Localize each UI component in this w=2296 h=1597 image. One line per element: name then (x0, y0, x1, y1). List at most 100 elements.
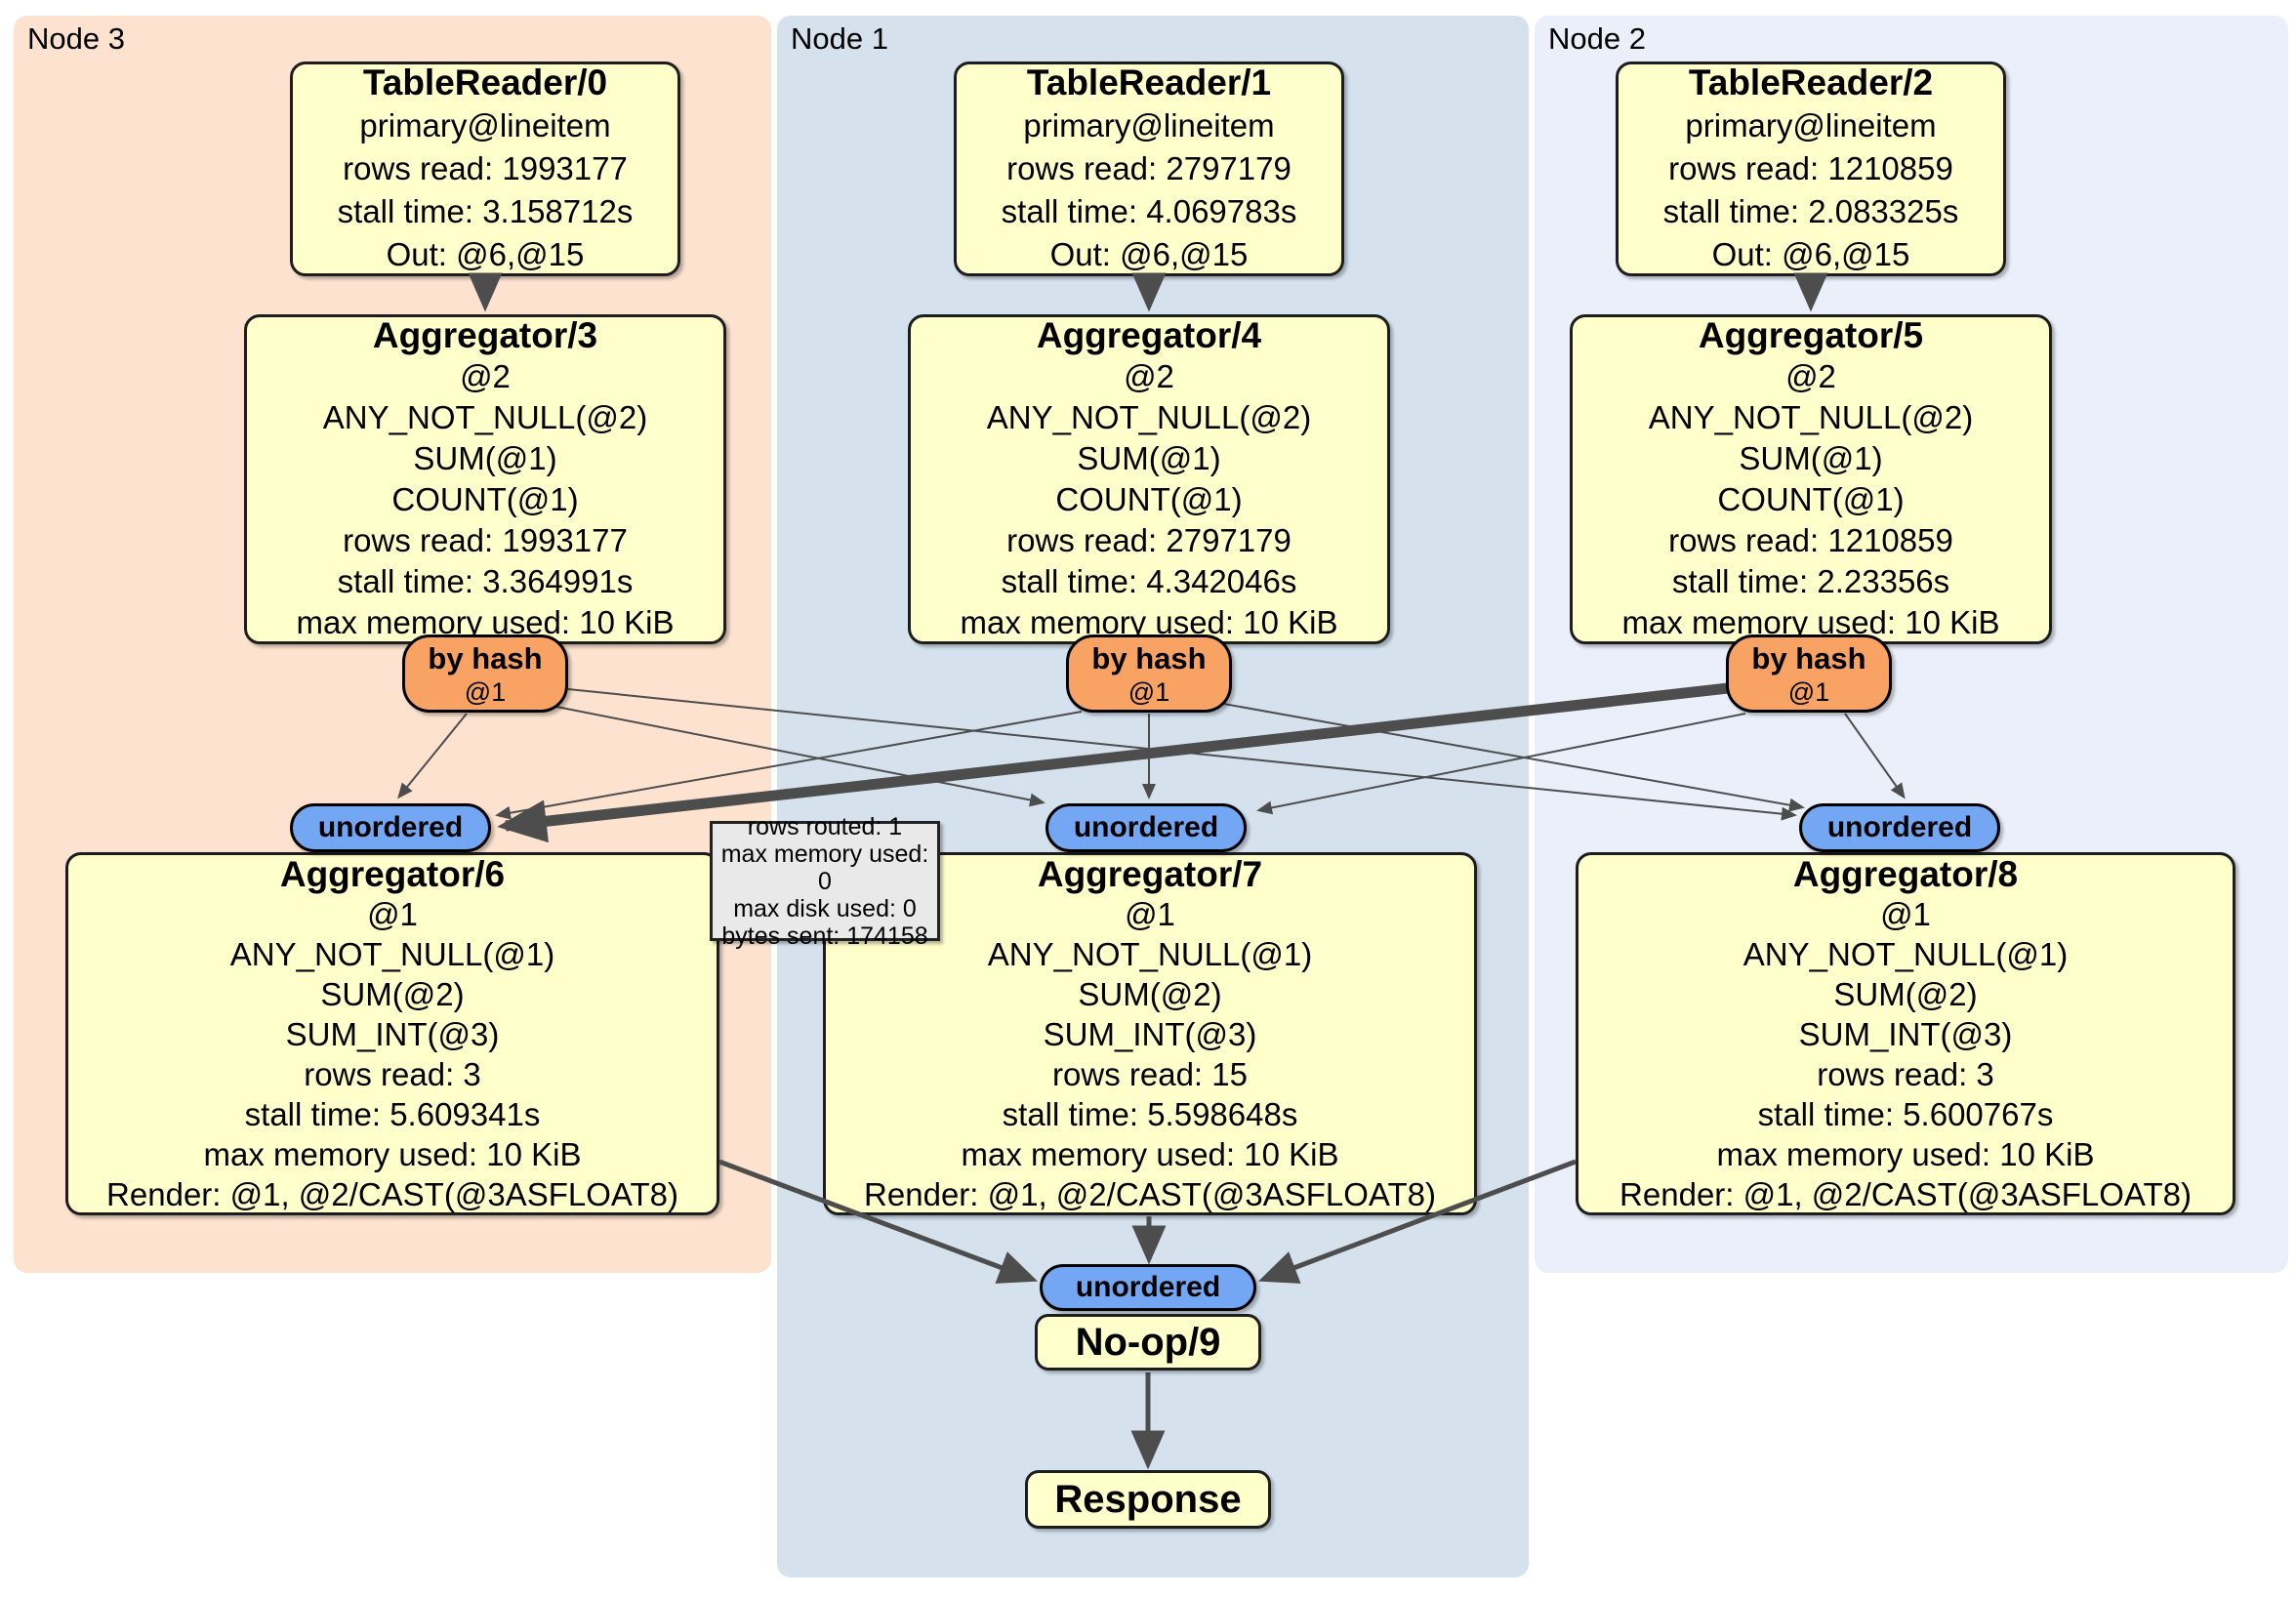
processor-detail: SUM(@1) (1739, 440, 1883, 476)
processor-detail: COUNT(@1) (1055, 481, 1243, 517)
processor-detail: rows read: 3 (304, 1055, 481, 1092)
processor-detail: ANY_NOT_NULL(@1) (1742, 935, 2069, 972)
sync-unordered-final: unordered (1040, 1264, 1256, 1311)
processor-noop-9: No-op/9 (1035, 1314, 1261, 1371)
router-key: @1 (464, 677, 507, 707)
processor-tablereader-0: TableReader/0 primary@lineitem rows read… (290, 61, 680, 276)
router-by-hash-node1: by hash @1 (1066, 635, 1232, 713)
processor-tablereader-1: TableReader/1 primary@lineitem rows read… (954, 61, 1344, 276)
processor-detail: Render: @1, @2/CAST(@3ASFLOAT8) (106, 1175, 678, 1212)
processor-detail: stall time: 4.069783s (1001, 193, 1297, 229)
processor-title: TableReader/2 (1688, 62, 1934, 102)
processor-title: Aggregator/5 (1698, 315, 1924, 355)
processor-detail: ANY_NOT_NULL(@1) (987, 935, 1313, 972)
sync-unordered-node1: unordered (1046, 803, 1247, 852)
sync-label: unordered (1075, 1271, 1221, 1303)
processor-detail: stall time: 4.342046s (1001, 563, 1297, 599)
processor-detail: rows read: 15 (1052, 1055, 1248, 1092)
panel-label-node3: Node 3 (27, 21, 125, 56)
processor-title: TableReader/1 (1026, 62, 1272, 102)
processor-detail: stall time: 5.609341s (244, 1095, 541, 1132)
processor-detail: stall time: 5.598648s (1002, 1095, 1298, 1132)
processor-detail: SUM(@2) (320, 975, 465, 1012)
processor-detail: COUNT(@1) (1717, 481, 1905, 517)
processor-detail: COUNT(@1) (391, 481, 579, 517)
router-label: by hash (1751, 641, 1866, 676)
processor-detail: SUM(@2) (1833, 975, 1978, 1012)
processor-detail: stall time: 2.083325s (1662, 193, 1959, 229)
processor-detail: @1 (1880, 895, 1931, 932)
processor-aggregator-4: Aggregator/4 @2 ANY_NOT_NULL(@2) SUM(@1)… (908, 314, 1390, 644)
processor-detail: @1 (367, 895, 418, 932)
processor-detail: stall time: 3.364991s (337, 563, 634, 599)
processor-title: Aggregator/3 (372, 315, 598, 355)
processor-title: No-op/9 (1075, 1320, 1221, 1364)
processor-response: Response (1025, 1470, 1271, 1529)
processor-detail: rows read: 1993177 (343, 522, 628, 558)
processor-title: Response (1054, 1477, 1242, 1521)
processor-detail: SUM(@1) (413, 440, 557, 476)
panel-label-node1: Node 1 (791, 21, 888, 56)
sync-label: unordered (1073, 811, 1219, 843)
processor-detail: SUM_INT(@3) (285, 1015, 500, 1052)
tooltip-line: bytes sent: 174158 (721, 921, 928, 950)
sync-unordered-node2: unordered (1799, 803, 2000, 852)
processor-aggregator-6: Aggregator/6 @1 ANY_NOT_NULL(@1) SUM(@2)… (65, 852, 719, 1215)
router-label: by hash (428, 641, 543, 676)
processor-detail: rows read: 1210859 (1668, 150, 1953, 186)
processor-detail: @2 (460, 358, 511, 394)
processor-title: Aggregator/6 (279, 853, 506, 894)
processor-detail: stall time: 2.23356s (1671, 563, 1950, 599)
processor-detail: max memory used: 10 KiB (961, 1135, 1339, 1172)
processor-detail: primary@lineitem (359, 107, 611, 143)
processor-detail: ANY_NOT_NULL(@2) (1648, 399, 1974, 435)
processor-title: Aggregator/8 (1792, 853, 2019, 894)
processor-detail: SUM_INT(@3) (1043, 1015, 1257, 1052)
router-by-hash-node3: by hash @1 (402, 635, 568, 713)
sync-label: unordered (317, 811, 464, 843)
processor-detail: Render: @1, @2/CAST(@3ASFLOAT8) (1620, 1175, 2192, 1212)
sync-label: unordered (1826, 811, 1973, 843)
processor-detail: max memory used: 10 KiB (960, 604, 1338, 640)
processor-detail: rows read: 3 (1817, 1055, 1994, 1092)
processor-detail: Out: @6,@15 (1049, 236, 1249, 272)
processor-detail: rows read: 1210859 (1668, 522, 1953, 558)
processor-detail: max memory used: 10 KiB (296, 604, 675, 640)
processor-detail: primary@lineitem (1023, 107, 1275, 143)
sync-unordered-node3: unordered (290, 803, 491, 852)
processor-detail: Out: @6,@15 (1711, 236, 1910, 272)
processor-detail: ANY_NOT_NULL(@2) (986, 399, 1312, 435)
tooltip-line: max memory used: 0 (720, 839, 929, 895)
router-by-hash-node2: by hash @1 (1726, 635, 1892, 713)
tooltip-line: rows routed: 1 (747, 812, 903, 840)
processor-detail: rows read: 2797179 (1006, 522, 1292, 558)
processor-detail: primary@lineitem (1685, 107, 1937, 143)
processor-detail: @2 (1785, 358, 1836, 394)
processor-detail: SUM(@2) (1078, 975, 1222, 1012)
processor-aggregator-3: Aggregator/3 @2 ANY_NOT_NULL(@2) SUM(@1)… (244, 314, 726, 644)
processor-title: TableReader/0 (362, 62, 608, 102)
router-key: @1 (1787, 677, 1830, 707)
stream-stats-tooltip: rows routed: 1 max memory used: 0 max di… (710, 813, 940, 950)
processor-detail: rows read: 1993177 (343, 150, 628, 186)
processor-detail: @2 (1124, 358, 1174, 394)
processor-aggregator-5: Aggregator/5 @2 ANY_NOT_NULL(@2) SUM(@1)… (1570, 314, 2052, 644)
processor-aggregator-8: Aggregator/8 @1 ANY_NOT_NULL(@1) SUM(@2)… (1576, 852, 2235, 1215)
processor-detail: ANY_NOT_NULL(@2) (322, 399, 648, 435)
processor-tablereader-2: TableReader/2 primary@lineitem rows read… (1616, 61, 2006, 276)
processor-title: Aggregator/7 (1037, 853, 1263, 894)
processor-detail: stall time: 5.600767s (1757, 1095, 2054, 1132)
processor-title: Aggregator/4 (1036, 315, 1262, 355)
processor-detail: Render: @1, @2/CAST(@3ASFLOAT8) (864, 1175, 1436, 1212)
processor-detail: Out: @6,@15 (386, 236, 585, 272)
processor-detail: max memory used: 10 KiB (1621, 604, 2000, 640)
processor-detail: rows read: 2797179 (1006, 150, 1292, 186)
processor-detail: SUM_INT(@3) (1798, 1015, 2013, 1052)
processor-detail: stall time: 3.158712s (337, 193, 634, 229)
router-key: @1 (1128, 677, 1170, 707)
processor-detail: max memory used: 10 KiB (1716, 1135, 2095, 1172)
panel-label-node2: Node 2 (1548, 21, 1646, 56)
tooltip-line: max disk used: 0 (733, 894, 917, 922)
processor-detail: max memory used: 10 KiB (203, 1135, 582, 1172)
